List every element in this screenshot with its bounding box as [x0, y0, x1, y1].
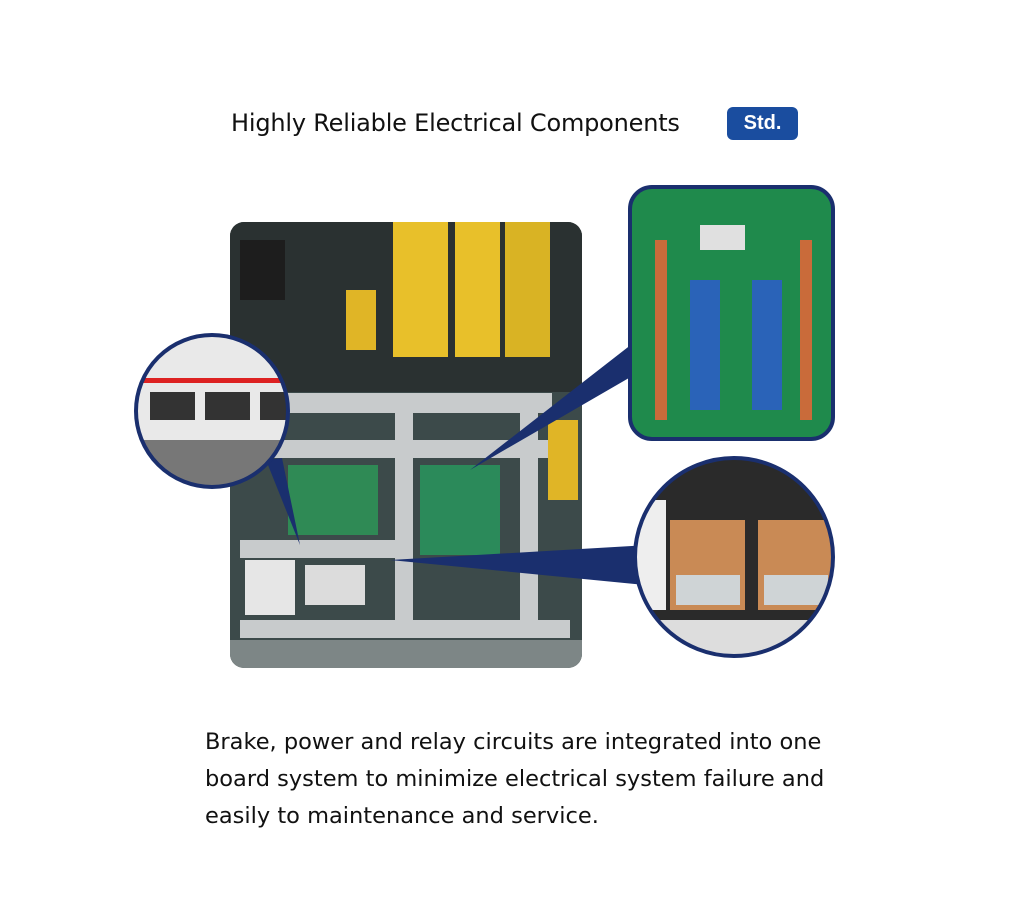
- breakers-callout: [137, 336, 287, 486]
- section-title: Highly Reliable Electrical Components: [231, 109, 680, 137]
- description-line: board system to minimize electrical syst…: [205, 766, 825, 792]
- relays-callout: [636, 459, 832, 655]
- relay-board-callout: [630, 187, 833, 439]
- cabinet-photo: [230, 222, 582, 668]
- description-line: easily to maintenance and service.: [205, 803, 599, 829]
- std-badge: Std.: [727, 107, 798, 140]
- description-line: Brake, power and relay circuits are inte…: [205, 729, 822, 755]
- description: Brake, power and relay circuits are inte…: [205, 724, 925, 835]
